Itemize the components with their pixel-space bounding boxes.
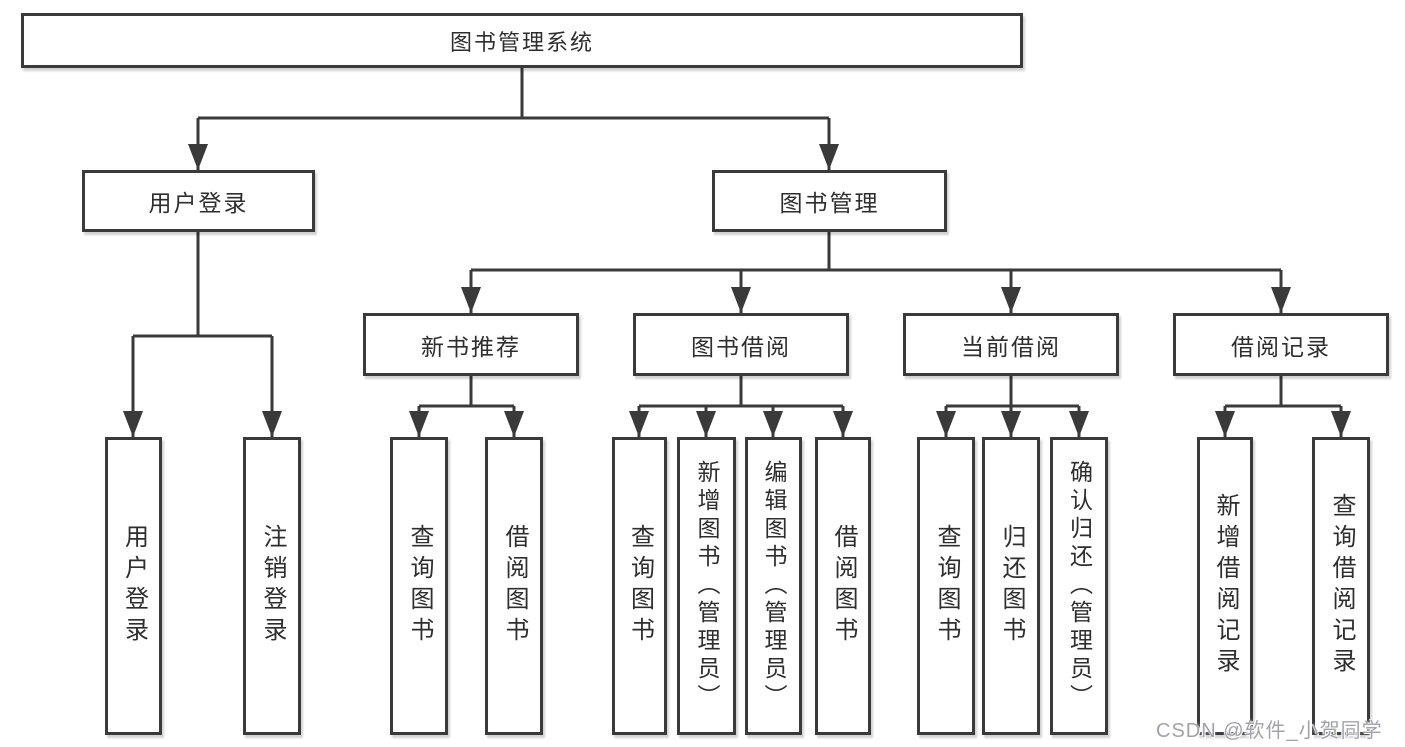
node-borrow-records-label: 借阅记录 — [1231, 333, 1331, 360]
leaf-br-add-record: 新增借阅记录 — [1197, 437, 1253, 735]
connector-current-borrow — [946, 376, 1079, 408]
connector-new-rec — [419, 376, 514, 408]
node-user-login: 用户登录 — [82, 170, 315, 232]
leaf-bb-borrow-books: 借阅图书 — [815, 437, 871, 735]
node-book-borrow: 图书借阅 — [633, 313, 849, 376]
leaf-bb-add-books-admin: 新增图书（管理员） — [677, 437, 736, 735]
leaf-bb-edit-books-admin: 编辑图书（管理员） — [745, 437, 802, 735]
node-book-borrow-label: 图书借阅 — [691, 333, 791, 360]
leaf-bb-query-books-label: 查询图书 — [626, 524, 654, 648]
leaf-bb-query-books: 查询图书 — [612, 437, 667, 735]
leaf-br-add-record-label: 新增借阅记录 — [1212, 493, 1239, 679]
leaf-cb-confirm-return-admin: 确认归还（管理员） — [1050, 437, 1108, 735]
leaf-nr-borrow-books: 借阅图书 — [485, 437, 543, 735]
node-root-label: 图书管理系统 — [449, 29, 594, 55]
connector-book-mgmt — [471, 232, 1281, 272]
leaf-cb-return-books: 归还图书 — [982, 437, 1040, 735]
watermark: CSDN @软件_小贺同学 — [1156, 720, 1383, 742]
node-new-book-recommend: 新书推荐 — [363, 313, 579, 376]
node-current-borrow: 当前借阅 — [903, 313, 1119, 376]
node-book-management: 图书管理 — [712, 170, 947, 232]
leaf-logout: 注销登录 — [243, 437, 301, 735]
connector-borrow-records — [1225, 376, 1341, 408]
node-new-book-recommend-label: 新书推荐 — [421, 333, 521, 360]
leaf-cb-return-books-label: 归还图书 — [998, 524, 1025, 648]
leaf-cb-query-books-label: 查询图书 — [933, 524, 960, 648]
leaf-bb-add-books-admin-label: 新增图书（管理员） — [694, 460, 720, 712]
leaf-logout-label: 注销登录 — [259, 524, 286, 648]
node-current-borrow-label: 当前借阅 — [961, 333, 1061, 360]
leaf-nr-query-books: 查询图书 — [390, 437, 448, 735]
leaf-user-login-label: 用户登录 — [120, 524, 148, 648]
node-book-management-label: 图书管理 — [779, 190, 880, 216]
connector-user-login — [133, 232, 272, 338]
leaf-user-login: 用户登录 — [105, 437, 162, 735]
node-root: 图书管理系统 — [21, 13, 1023, 68]
leaf-br-query-record: 查询借阅记录 — [1312, 437, 1370, 735]
leaf-nr-query-books-label: 查询图书 — [406, 524, 433, 648]
connector-book-borrow — [639, 376, 843, 408]
node-borrow-records: 借阅记录 — [1173, 313, 1389, 376]
leaf-nr-borrow-books-label: 借阅图书 — [501, 524, 528, 648]
leaf-bb-edit-books-admin-label: 编辑图书（管理员） — [761, 460, 787, 712]
leaf-br-query-record-label: 查询借阅记录 — [1328, 493, 1355, 679]
leaf-cb-confirm-return-admin-label: 确认归还（管理员） — [1066, 460, 1093, 712]
node-user-login-label: 用户登录 — [148, 190, 249, 216]
connector-root — [198, 68, 829, 120]
leaf-cb-query-books: 查询图书 — [917, 437, 975, 735]
leaf-bb-borrow-books-label: 借阅图书 — [830, 524, 857, 648]
